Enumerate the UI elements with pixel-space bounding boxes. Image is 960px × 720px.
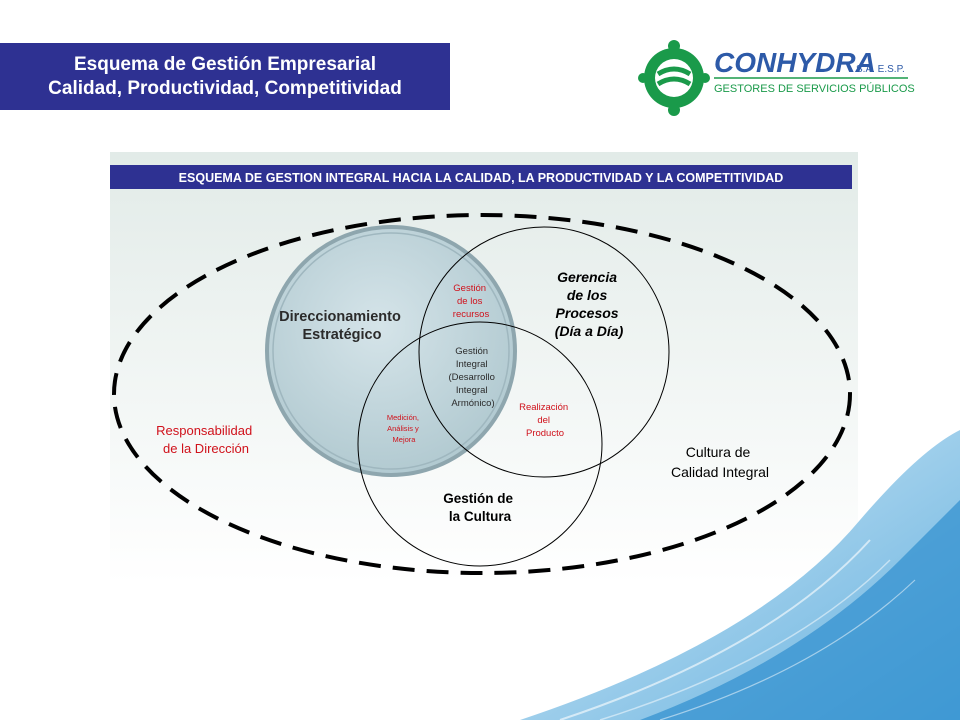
gerencia-label: Gerencia de los Procesos (Día a Día) xyxy=(555,269,624,339)
diagram-banner xyxy=(110,165,852,189)
conhydra-emblem-icon xyxy=(638,40,710,116)
slide-title: Esquema de Gestión Empresarial Calidad, … xyxy=(0,43,450,110)
direccionamiento-label: Direccionamiento Estratégico xyxy=(279,309,405,343)
management-scheme-diagram: ESQUEMA DE GESTION INTEGRAL HACIA LA CAL… xyxy=(110,152,858,584)
direccionamiento-circle-inner-ring xyxy=(272,232,510,470)
logo-tagline: GESTORES DE SERVICIOS PÚBLICOS xyxy=(714,82,915,95)
direccionamiento-circle xyxy=(265,225,517,477)
slide-title-line1: Esquema de Gestión Empresarial xyxy=(73,53,376,75)
logo-brand: CONHYDRA xyxy=(714,47,876,78)
medicion-label: Medición, Análisis y Mejora xyxy=(387,413,421,444)
gestion-cultura-label: Gestión de la Cultura xyxy=(443,491,517,524)
responsabilidad-label: Responsabilidad de la Dirección xyxy=(156,423,256,456)
gestion-integral-label: Gestión Integral (Desarrollo Integral Ar… xyxy=(448,346,497,409)
logo-suffix: S.A. E.S.P. xyxy=(856,64,905,75)
cultura-calidad-dashed-boundary xyxy=(112,213,852,575)
recursos-label: Gestión de los recursos xyxy=(453,283,490,320)
diagram-banner-text: ESQUEMA DE GESTION INTEGRAL HACIA LA CAL… xyxy=(179,171,784,185)
slide-title-line2: Calidad, Productividad, Competitividad xyxy=(48,77,402,99)
conhydra-logo: CONHYDRA S.A. E.S.P. GESTORES DE SERVICI… xyxy=(638,40,915,116)
